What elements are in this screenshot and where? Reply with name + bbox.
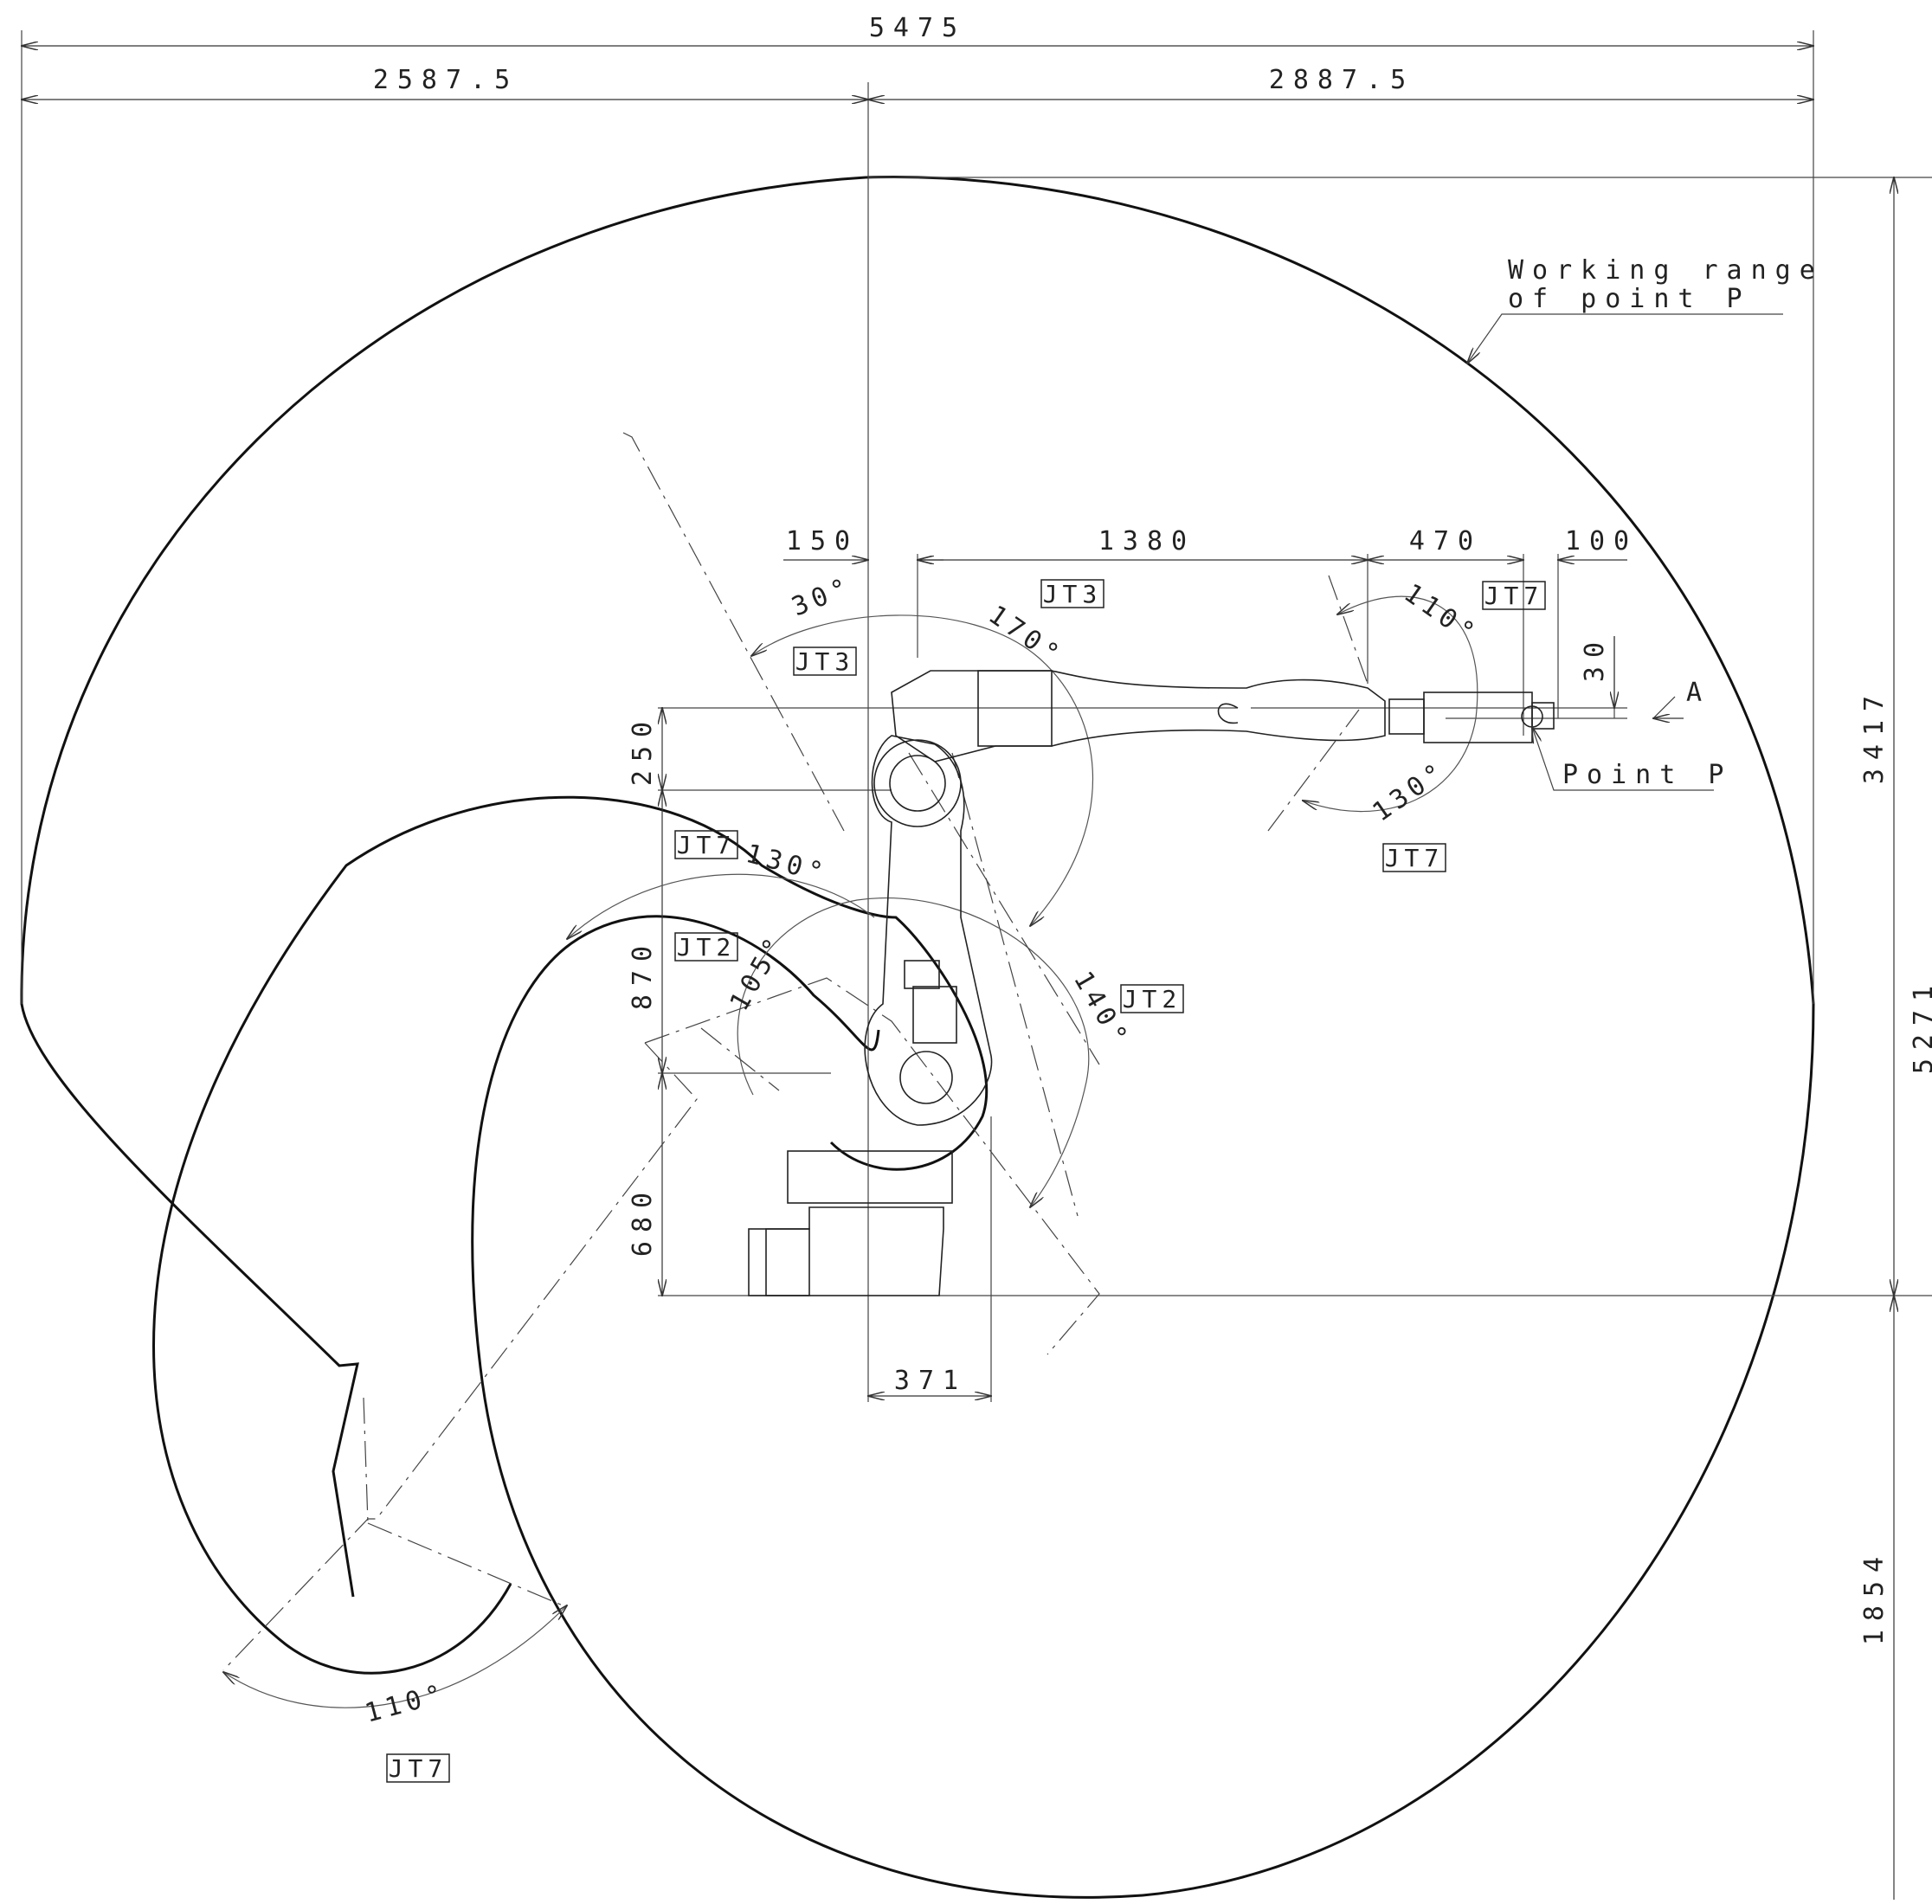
dim-250: 250 xyxy=(628,713,658,786)
dim-371: 371 xyxy=(894,1366,967,1396)
jt7-top-label: JT7 xyxy=(1482,581,1546,610)
svg-text:JT2: JT2 xyxy=(677,933,737,962)
dim-870: 870 xyxy=(628,937,658,1010)
joint-rotation-arcs xyxy=(223,595,1478,1708)
robot-wrist xyxy=(1388,698,1425,735)
working-range-label-line2: of point P xyxy=(1508,284,1751,314)
angle-30: 30° xyxy=(788,571,857,622)
dim-1380: 1380 xyxy=(1098,526,1195,556)
jt7-left-label: JT7 xyxy=(674,830,738,859)
jt2-right-label: JT2 xyxy=(1120,984,1184,1013)
angle-110-bottom: 110° xyxy=(362,1678,450,1729)
view-a-label: A xyxy=(1686,678,1710,708)
outer-envelope-arc xyxy=(20,176,1815,1899)
svg-text:JT7: JT7 xyxy=(1385,844,1445,872)
svg-text:JT7: JT7 xyxy=(389,1754,448,1783)
point-p-label: Point P xyxy=(1562,760,1732,790)
dim-680: 680 xyxy=(628,1184,658,1257)
angle-110-top: 110° xyxy=(1398,578,1484,651)
working-range-envelope xyxy=(20,176,1815,1899)
angle-130-left: 130° xyxy=(743,839,831,890)
dim-2887-5: 2887.5 xyxy=(1269,65,1414,95)
dim-150: 150 xyxy=(786,526,859,556)
center-lines xyxy=(222,432,1368,1671)
dimension-texts: 5475 2587.5 2887.5 150 1380 470 100 30 2… xyxy=(373,13,1932,1645)
dim-30: 30 xyxy=(1580,634,1610,682)
dimension-lines xyxy=(22,46,1894,1900)
dim-5271: 5271 xyxy=(1909,977,1932,1074)
labels: Working range of point P Point P A xyxy=(1508,255,1824,790)
dim-3417: 3417 xyxy=(1859,687,1890,784)
dim-5475: 5475 xyxy=(869,13,966,43)
robot-base xyxy=(765,1206,944,1296)
joint-labels: JT3 JT3 JT7 JT7 JT7 JT2 JT2 JT7 xyxy=(386,579,1546,1783)
dim-470: 470 xyxy=(1409,526,1482,556)
inner-envelope-arc xyxy=(152,795,989,1675)
svg-text:JT3: JT3 xyxy=(1043,580,1103,608)
robot-upper-arm xyxy=(891,670,1386,762)
jt7-right-label: JT7 xyxy=(1382,843,1446,872)
leader-lines xyxy=(1467,313,1783,791)
robot-arm xyxy=(748,670,1555,1296)
jt3-top-label: JT3 xyxy=(1040,579,1104,608)
angle-130-right: 130° xyxy=(1368,756,1453,828)
dim-2587-5: 2587.5 xyxy=(373,65,518,95)
svg-text:JT7: JT7 xyxy=(1484,582,1544,610)
svg-text:JT2: JT2 xyxy=(1123,985,1182,1013)
svg-text:JT3: JT3 xyxy=(795,647,855,676)
svg-text:JT7: JT7 xyxy=(677,831,737,859)
jt3-left-label: JT3 xyxy=(793,646,857,676)
dim-1854: 1854 xyxy=(1859,1548,1890,1645)
dim-100: 100 xyxy=(1565,526,1638,556)
working-range-label-line1: Working range xyxy=(1508,255,1824,286)
robot-lower-arm xyxy=(864,735,993,1126)
jt2-left-label: JT2 xyxy=(674,932,738,962)
extension-lines xyxy=(21,30,1932,1402)
angle-170: 170° xyxy=(982,600,1068,672)
jt7-bottom-label: JT7 xyxy=(386,1753,450,1783)
